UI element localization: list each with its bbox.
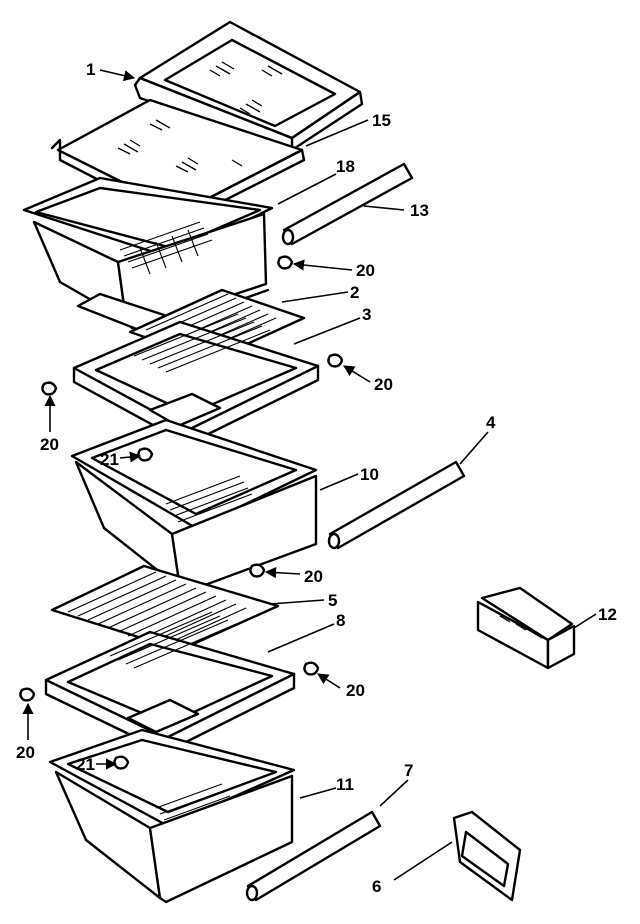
callout-labels: 1 15 18 13 20 2 3 20 20 21 4 10 20 5 8 2… bbox=[16, 60, 617, 896]
part-4-rod bbox=[327, 460, 466, 550]
clip-20-b bbox=[327, 353, 344, 368]
callout-1: 1 bbox=[86, 60, 95, 79]
clip-20-d bbox=[249, 563, 266, 578]
clip-20-f bbox=[19, 687, 36, 702]
part-1-glass-shelf bbox=[133, 20, 364, 152]
part-7-rod bbox=[245, 810, 382, 902]
callout-11: 11 bbox=[336, 775, 354, 794]
part-6-cover bbox=[452, 810, 522, 902]
part-8-lid bbox=[44, 611, 296, 754]
callout-8: 8 bbox=[336, 611, 345, 630]
part-13-rod bbox=[281, 162, 414, 246]
part-10-drawer bbox=[70, 418, 318, 594]
clip-21-a bbox=[137, 447, 154, 462]
callout-18: 18 bbox=[336, 157, 355, 176]
callout-6: 6 bbox=[372, 877, 381, 896]
callout-13: 13 bbox=[410, 201, 429, 220]
callout-3: 3 bbox=[362, 305, 371, 324]
clip-20-a bbox=[277, 255, 294, 270]
callout-2: 2 bbox=[350, 283, 359, 302]
callout-20-c: 20 bbox=[40, 435, 59, 454]
callout-21-b: 21 bbox=[76, 755, 95, 774]
callout-10: 10 bbox=[360, 465, 379, 484]
leader-lines bbox=[22, 69, 597, 881]
callout-20-f: 20 bbox=[16, 743, 35, 762]
part-12-door-bin bbox=[476, 586, 576, 670]
callout-20-b: 20 bbox=[374, 375, 393, 394]
callout-15: 15 bbox=[372, 111, 391, 130]
part-3-lid bbox=[72, 313, 320, 446]
clip-21-b bbox=[113, 755, 130, 770]
callout-7: 7 bbox=[404, 761, 413, 780]
callout-5: 5 bbox=[328, 591, 337, 610]
part-11-drawer bbox=[48, 728, 296, 904]
callout-20-a: 20 bbox=[356, 261, 375, 280]
callout-4: 4 bbox=[486, 413, 496, 432]
clip-20-e bbox=[303, 661, 320, 676]
callout-21-a: 21 bbox=[100, 450, 119, 469]
clip-20-c bbox=[41, 381, 58, 396]
callout-20-d: 20 bbox=[304, 567, 323, 586]
callout-20-e: 20 bbox=[346, 681, 365, 700]
callout-12: 12 bbox=[598, 605, 617, 624]
